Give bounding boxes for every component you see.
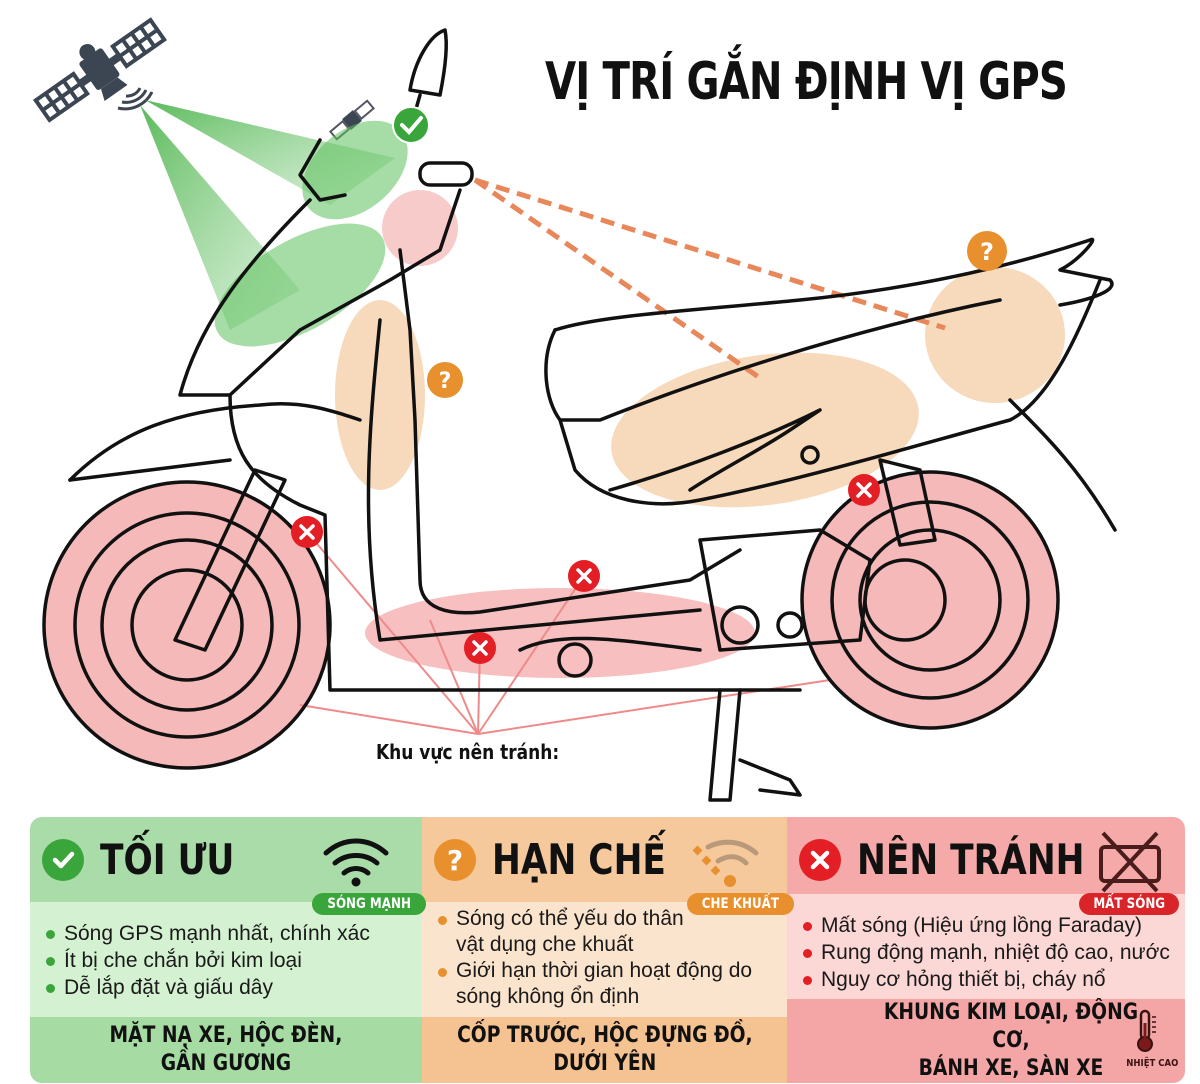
question-icon: ? <box>434 839 476 881</box>
status-badge: CHE KHUẤT <box>687 893 794 915</box>
svg-text:?: ? <box>439 369 452 394</box>
thermometer-icon <box>1137 1009 1156 1052</box>
panel-locations: KHUNG KIM LOẠI, ĐỘNG CƠ, BÁNH XE, SÀN XE… <box>787 999 1185 1083</box>
panel-header: NÊN TRÁNH MẤT SÓNG <box>787 817 1185 915</box>
bullet-item: Dễ lắp đặt và giấu dây <box>44 974 422 1001</box>
bullet-item: Rung động mạnh, nhiệt độ cao, nước <box>801 939 1185 966</box>
wifi-obstructed-icon <box>692 839 759 887</box>
panel-header: TỐI ƯU SÓNG MẠNH <box>30 817 427 915</box>
panel-header: ? HẠN CHẾ CHE KHUẤT <box>422 817 794 915</box>
panel-optimal: TỐI ƯU SÓNG MẠNH Sóng GPS mạnh nhất, chí… <box>30 817 427 1083</box>
panel-avoid: NÊN TRÁNH MẤT SÓNG Mất sóng (Hiệu ứng lồ… <box>787 817 1185 1083</box>
svg-text:?: ? <box>980 238 994 266</box>
wifi-strong-icon <box>323 838 389 887</box>
x-icon <box>799 839 841 881</box>
avoid-marker <box>291 474 880 664</box>
bullet-item: Ít bị che chắn bởi kim loại <box>44 947 422 974</box>
check-icon <box>42 839 84 881</box>
limited-marker-rear: ? <box>967 231 1007 271</box>
limited-marker-front: ? <box>427 362 463 398</box>
panel-limited: ? HẠN CHẾ CHE KHUẤT Sóng có thể yếu do t… <box>422 817 794 1083</box>
panel-title: TỐI ƯU <box>100 835 235 884</box>
scooter-diagram: ? ? <box>32 17 1117 802</box>
optimal-marker <box>392 106 430 144</box>
status-badge: SÓNG MẠNH <box>312 893 427 915</box>
high-heat-indicator: NHIỆT CAO <box>1123 1009 1178 1069</box>
panel-title: HẠN CHẾ <box>492 835 666 884</box>
legend-panels: TỐI ƯU SÓNG MẠNH Sóng GPS mạnh nhất, chí… <box>30 817 1185 1083</box>
avoid-zone-label: Khu vực nên tránh: <box>376 740 560 764</box>
panel-body: Sóng GPS mạnh nhất, chính xác Ít bị che … <box>30 902 422 1017</box>
bullet-item: Nguy cơ hỏng thiết bị, cháy nổ <box>801 966 1185 993</box>
status-badge: MẤT SÓNG <box>1079 893 1180 915</box>
bullet-item: Mất sóng (Hiệu ứng lồng Faraday) <box>801 912 1185 939</box>
panel-locations: MẶT NẠ XE, HỘC ĐÈN, GẦN GƯƠNG <box>30 1017 422 1083</box>
panel-locations: CỐP TRƯỚC, HỘC ĐỰNG ĐỒ, DƯỚI YÊN <box>422 1017 787 1083</box>
bullet-item: Sóng GPS mạnh nhất, chính xác <box>44 920 422 947</box>
satellite-icon <box>32 17 168 123</box>
panel-title: NÊN TRÁNH <box>857 835 1085 884</box>
signal-waves-icon <box>117 87 154 111</box>
page-title: VỊ TRÍ GẮN ĐỊNH VỊ GPS <box>545 52 1068 112</box>
no-signal-box-icon <box>1099 831 1161 893</box>
